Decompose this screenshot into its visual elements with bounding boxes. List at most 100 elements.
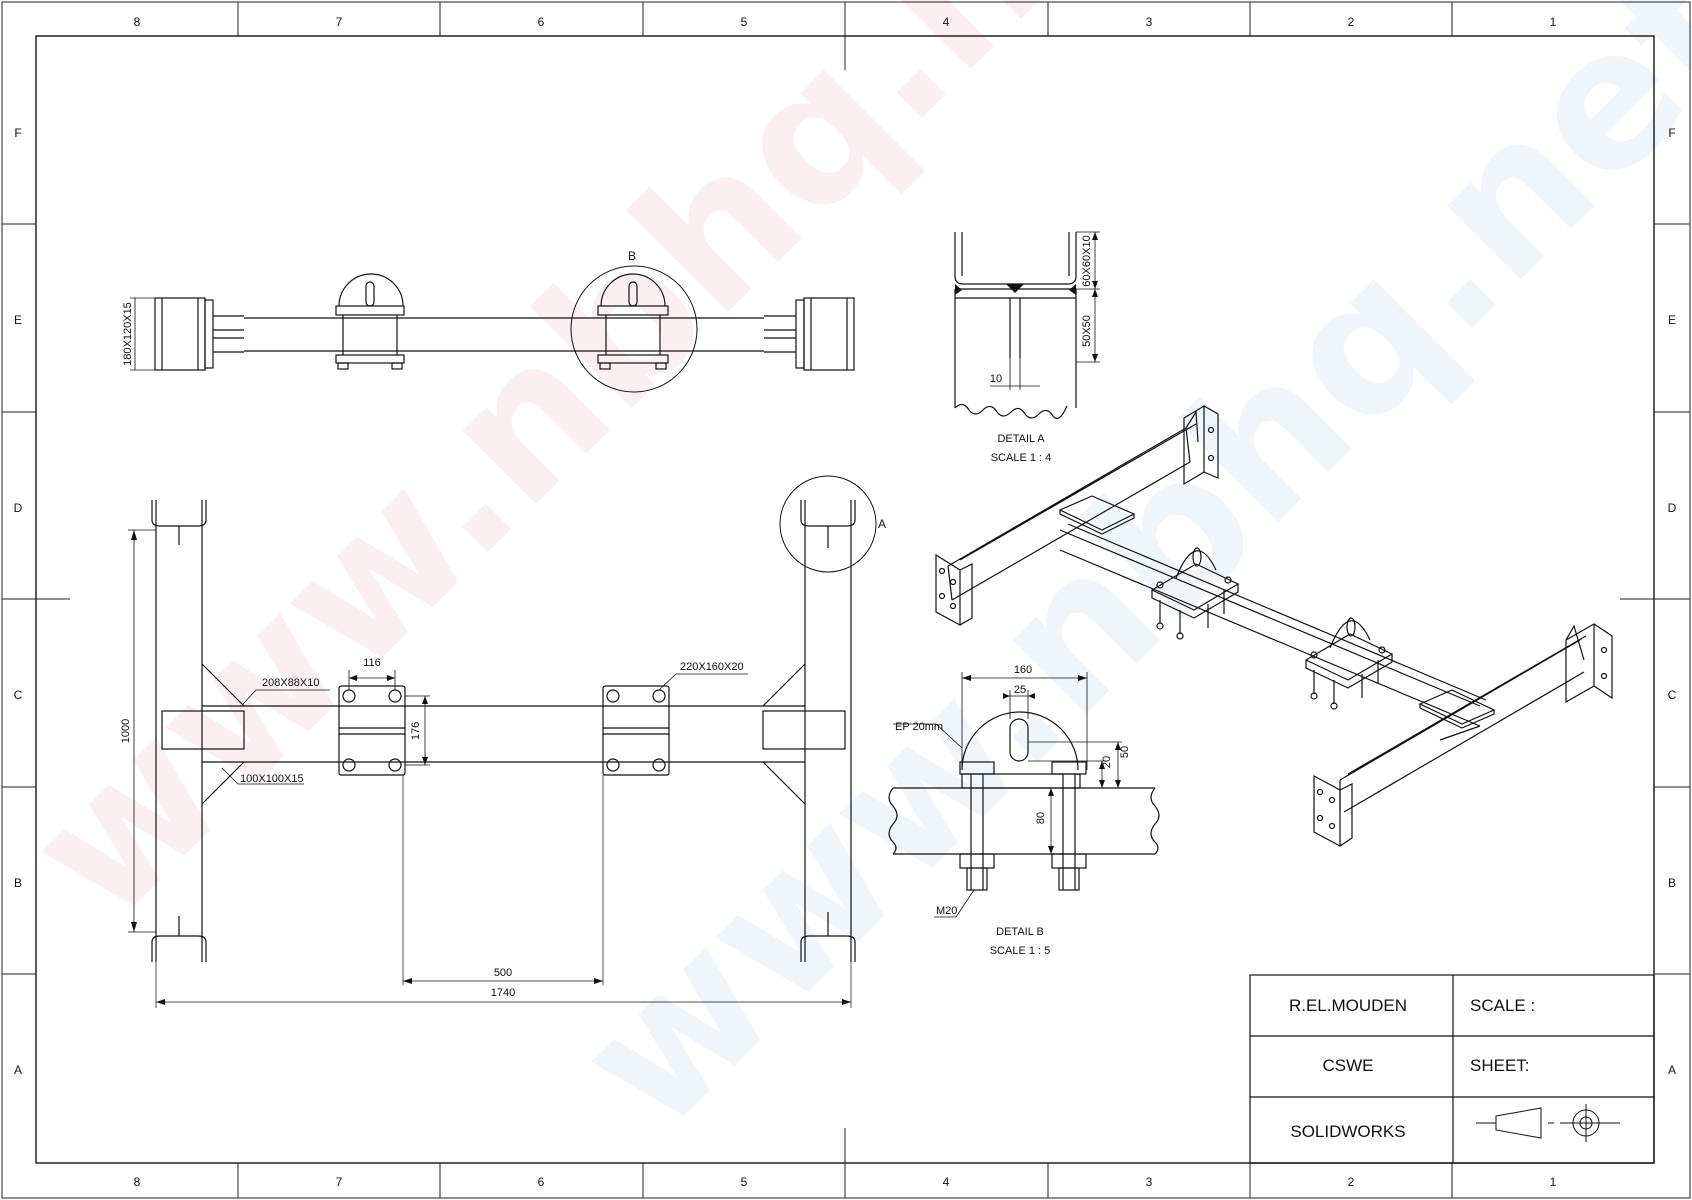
col-label: 3 (1146, 15, 1153, 29)
top-view-beam (244, 317, 764, 352)
title-block-texts: R.EL.MOUDEN SCALE : CSWE SHEET: SOLIDWOR… (1289, 996, 1535, 1141)
col-label: 2 (1348, 1175, 1355, 1189)
iso-lower-member (1339, 635, 1587, 813)
dim-tee: 50X50 (1081, 315, 1093, 347)
detail-b-dimensions (893, 672, 1122, 918)
top-view-clamp-1 (335, 273, 405, 370)
detail-b-texts: 160 25 EP 20mm 50 20 80 M20 DETAIL B SCA… (895, 664, 1131, 957)
col-label: 4 (943, 15, 950, 29)
row-label: F (1668, 126, 1675, 140)
detail-b-callout-circle (570, 265, 698, 393)
row-label: A (1668, 1063, 1676, 1077)
plan-clamp-1 (338, 685, 406, 776)
sheet-label: SHEET: (1470, 1056, 1530, 1075)
dim-channel: 60X60X10 (1081, 235, 1093, 286)
leader-m20 (934, 889, 975, 918)
col-label: 5 (741, 1175, 748, 1189)
row-ticks (2, 223, 1690, 975)
projection-symbol-circle (1560, 1104, 1620, 1142)
detail-b (888, 711, 1160, 891)
top-view (130, 265, 855, 393)
detail-a-tee (1009, 298, 1021, 358)
col-label: 5 (741, 15, 748, 29)
detail-a-break-line (954, 403, 1068, 419)
leader-208 (242, 689, 330, 705)
leader-220 (658, 673, 748, 691)
col-label: 3 (1146, 1175, 1153, 1189)
detail-b-title: DETAIL B (996, 926, 1044, 938)
row-label: E (14, 313, 22, 327)
label-clamp-plate-220: 220X160X20 (680, 661, 744, 673)
dim-width: 160 (1014, 664, 1032, 676)
iso-upper-plate (1058, 495, 1136, 535)
col-label: 7 (336, 15, 343, 29)
row-label: B (14, 876, 22, 890)
projection-symbol-cone (1476, 1107, 1554, 1139)
col-label: 6 (538, 1175, 545, 1189)
isometric-view (935, 404, 1613, 848)
dim-80: 80 (1035, 812, 1047, 824)
col-label: 1 (1550, 15, 1557, 29)
iso-lower-plate (1418, 689, 1496, 729)
detail-b-callout-label: B (628, 249, 636, 263)
top-view-clamp-2 (597, 273, 669, 370)
dim-50: 50 (1119, 746, 1131, 758)
software-name: SOLIDWORKS (1290, 1122, 1405, 1141)
label-plate-208: 208X88X10 (262, 677, 320, 689)
dim-line-1000 (128, 529, 156, 933)
dim-line-176 (405, 695, 430, 766)
row-label: D (1668, 501, 1677, 515)
plan-gussets (201, 663, 806, 805)
row-label: D (14, 501, 23, 515)
plan-dim-texts: 1000 116 176 208X88X10 100X100X15 220X16… (120, 517, 886, 999)
detail-a-welds (955, 232, 1098, 362)
col-label: 6 (538, 15, 545, 29)
plan-clamp-2 (602, 685, 670, 776)
row-label: F (14, 126, 21, 140)
dim-spacing: 500 (494, 967, 512, 979)
watermark: www.nbhq.net www.nbhq.net (0, 0, 1692, 1172)
dim-clamp-width: 116 (363, 657, 381, 669)
plan-right-member (804, 500, 852, 962)
border-labels: 8 7 6 5 4 3 2 1 8 7 6 5 4 3 2 1 F E D C … (14, 15, 1677, 1189)
title-block (1249, 974, 1655, 1164)
dim-clamp-height: 176 (410, 722, 422, 740)
col-label: 8 (134, 1175, 141, 1189)
detail-b-ep-plate (961, 711, 1079, 771)
leader-ep (893, 723, 963, 749)
row-label: C (1668, 688, 1677, 702)
dim-height: 1000 (120, 719, 132, 743)
row-label: C (14, 688, 23, 702)
organization: CSWE (1323, 1056, 1374, 1075)
iso-upper-member (947, 423, 1197, 601)
iso-clamp-1 (1150, 547, 1240, 640)
watermark-text-1: www.nbhq.net (0, 0, 1242, 962)
col-label: 2 (1348, 15, 1355, 29)
detail-b-scale: SCALE 1 : 5 (990, 945, 1051, 957)
detail-b-arrowheads (962, 675, 1121, 854)
plan-beam (202, 705, 805, 763)
dim-end-plate: 180X120X15 (122, 302, 134, 366)
col-label: 4 (943, 1175, 950, 1189)
title-block-frame (1249, 974, 1655, 1164)
label-bolt: M20 (936, 905, 957, 917)
plan-dimensions (128, 529, 851, 1003)
detail-a-channel (954, 232, 1077, 285)
scale-label: SCALE : (1470, 996, 1535, 1015)
dim-slot: 25 (1014, 684, 1026, 696)
iso-clamp-2 (1304, 617, 1394, 710)
label-tube-100: 100X100X15 (240, 773, 304, 785)
detail-b-nut-right-bottom (1051, 853, 1087, 869)
detail-b-bolts (970, 774, 1076, 890)
plan-arrowheads (131, 530, 851, 1005)
dim-line (130, 297, 155, 371)
detail-a-texts: 60X60X10 50X50 10 DETAIL A SCALE 1 : 4 (990, 235, 1093, 464)
detail-a-callout-circle (779, 475, 877, 573)
dim-20: 20 (1101, 756, 1113, 768)
column-ticks (237, 2, 1453, 1198)
plan-left-member (155, 500, 203, 962)
col-label: 1 (1550, 1175, 1557, 1189)
